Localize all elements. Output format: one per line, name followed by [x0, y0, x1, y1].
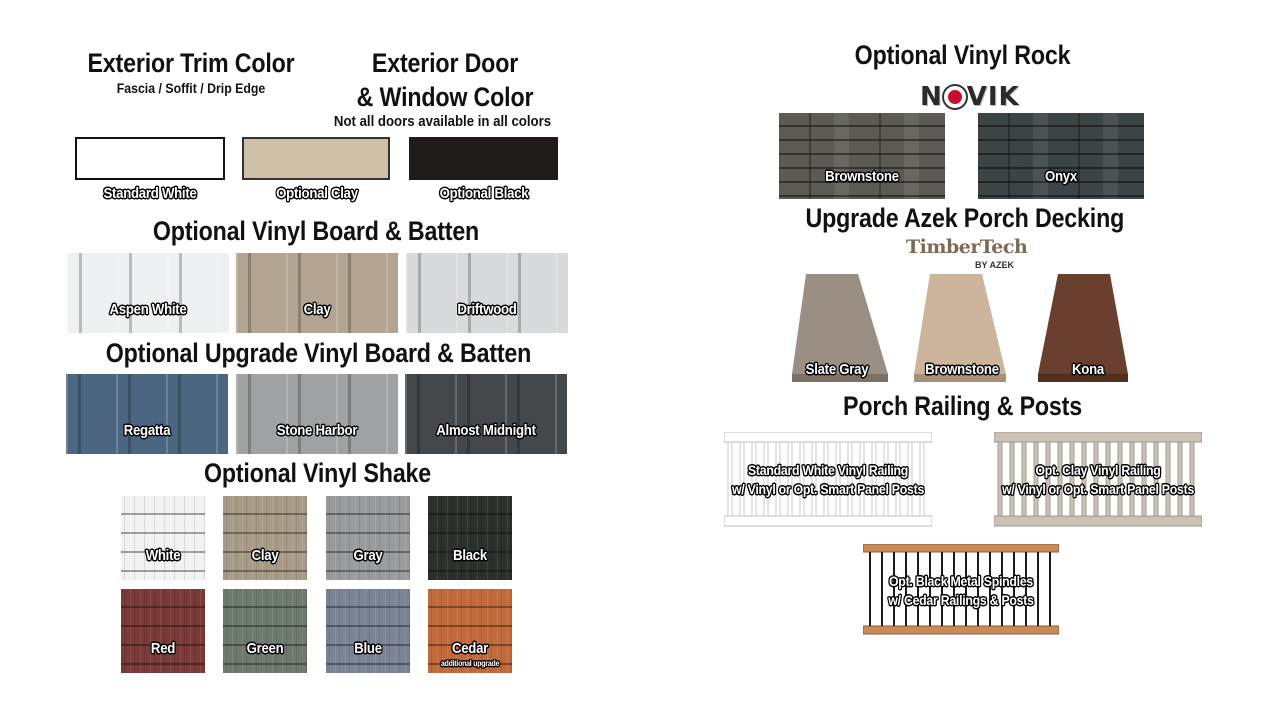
trim-color-title: Exterior Trim Color — [87, 48, 295, 78]
novik-logo: N VIK — [920, 82, 1020, 112]
label-railing-white-line1: Standard White Vinyl Railing — [747, 462, 909, 478]
trim-color-subtitle: Fascia / Soffit / Drip Edge — [116, 80, 266, 96]
swatch-clay-bb — [236, 253, 398, 333]
label-optional-black: Optional Black — [439, 185, 529, 202]
railing-black-metal — [863, 544, 1059, 635]
swatch-optional-clay — [242, 137, 390, 180]
novik-o-icon — [943, 86, 966, 108]
board-slate-gray — [792, 274, 888, 374]
timbertech-logo: TimberTech — [906, 236, 1028, 258]
label-shake-black: Black — [453, 547, 487, 564]
porch-railing-title: Porch Railing & Posts — [843, 391, 1082, 421]
swatch-shake-blue — [326, 589, 410, 673]
label-deck-kona: Kona — [1072, 361, 1104, 378]
vinyl-shake-title: Optional Vinyl Shake — [203, 458, 432, 488]
label-clay-bb: Clay — [303, 301, 331, 318]
swatch-shake-gray — [326, 496, 410, 580]
swatch-optional-black — [409, 137, 558, 180]
swatch-regatta — [66, 374, 228, 454]
label-standard-white: Standard White — [103, 185, 197, 202]
label-driftwood: Driftwood — [457, 301, 517, 318]
label-shake-cedar: Cedar — [451, 640, 489, 657]
swatch-shake-white — [121, 496, 205, 580]
novik-logo-post: VIK — [966, 82, 1020, 112]
board-batten-title: Optional Vinyl Board & Batten — [152, 216, 480, 246]
door-color-title-line2: & Window Color — [356, 82, 534, 112]
board-brownstone — [914, 274, 1006, 374]
label-aspen-white: Aspen White — [109, 301, 187, 318]
swatch-stone-harbor — [236, 374, 398, 454]
vinyl-rock-title: Optional Vinyl Rock — [854, 40, 1071, 70]
railing-white — [724, 432, 932, 527]
timbertech-azek-sub: BY AZEK — [975, 260, 1015, 270]
swatch-standard-white — [75, 137, 225, 180]
label-shake-clay: Clay — [251, 547, 279, 564]
label-shake-blue: Blue — [354, 640, 382, 657]
label-rock-onyx: Onyx — [1045, 168, 1077, 185]
label-stone-harbor: Stone Harbor — [276, 422, 358, 439]
label-optional-clay: Optional Clay — [276, 185, 358, 202]
swatch-rock-brownstone — [779, 113, 945, 199]
label-shake-gray: Gray — [353, 547, 383, 564]
swatch-almost-midnight — [405, 374, 567, 454]
novik-logo-pre: N — [920, 82, 943, 112]
board-kona — [1038, 274, 1128, 374]
label-shake-red: Red — [150, 640, 176, 657]
swatch-shake-black — [428, 496, 512, 580]
label-railing-clay-line1: Opt. Clay Vinyl Railing — [1035, 462, 1161, 478]
porch-decking-title: Upgrade Azek Porch Decking — [805, 203, 1125, 233]
label-shake-cedar-note: additional upgrade — [440, 659, 500, 668]
upgrade-board-batten-title: Optional Upgrade Vinyl Board & Batten — [105, 338, 532, 368]
label-deck-slate-gray: Slate Gray — [805, 361, 869, 378]
label-railing-black-line1: Opt. Black Metal Spindles — [888, 573, 1034, 589]
label-railing-clay-line2: w/ Vinyl or Opt. Smart Panel Posts — [1001, 481, 1195, 497]
label-almost-midnight: Almost Midnight — [436, 422, 536, 439]
door-color-subtitle: Not all doors available in all colors — [333, 113, 552, 130]
swatch-shake-green — [223, 589, 307, 673]
label-railing-black-line2: w/ Cedar Railings & Posts — [888, 592, 1034, 608]
swatch-aspen-white — [67, 253, 229, 333]
swatch-driftwood — [406, 253, 568, 333]
swatch-shake-cedar — [428, 589, 512, 673]
label-rock-brownstone: Brownstone — [825, 168, 899, 185]
label-shake-white: White — [145, 547, 181, 564]
door-color-title-line1: Exterior Door — [371, 48, 519, 78]
decking-boards — [792, 274, 1128, 382]
label-regatta: Regatta — [123, 422, 171, 439]
swatch-rock-onyx — [978, 113, 1144, 199]
swatch-shake-red — [121, 589, 205, 673]
label-railing-white-line2: w/ Vinyl or Opt. Smart Panel Posts — [731, 481, 925, 497]
label-shake-green: Green — [246, 640, 284, 657]
railing-clay — [994, 432, 1202, 527]
swatch-shake-clay — [223, 496, 307, 580]
label-deck-brownstone: Brownstone — [925, 361, 999, 378]
